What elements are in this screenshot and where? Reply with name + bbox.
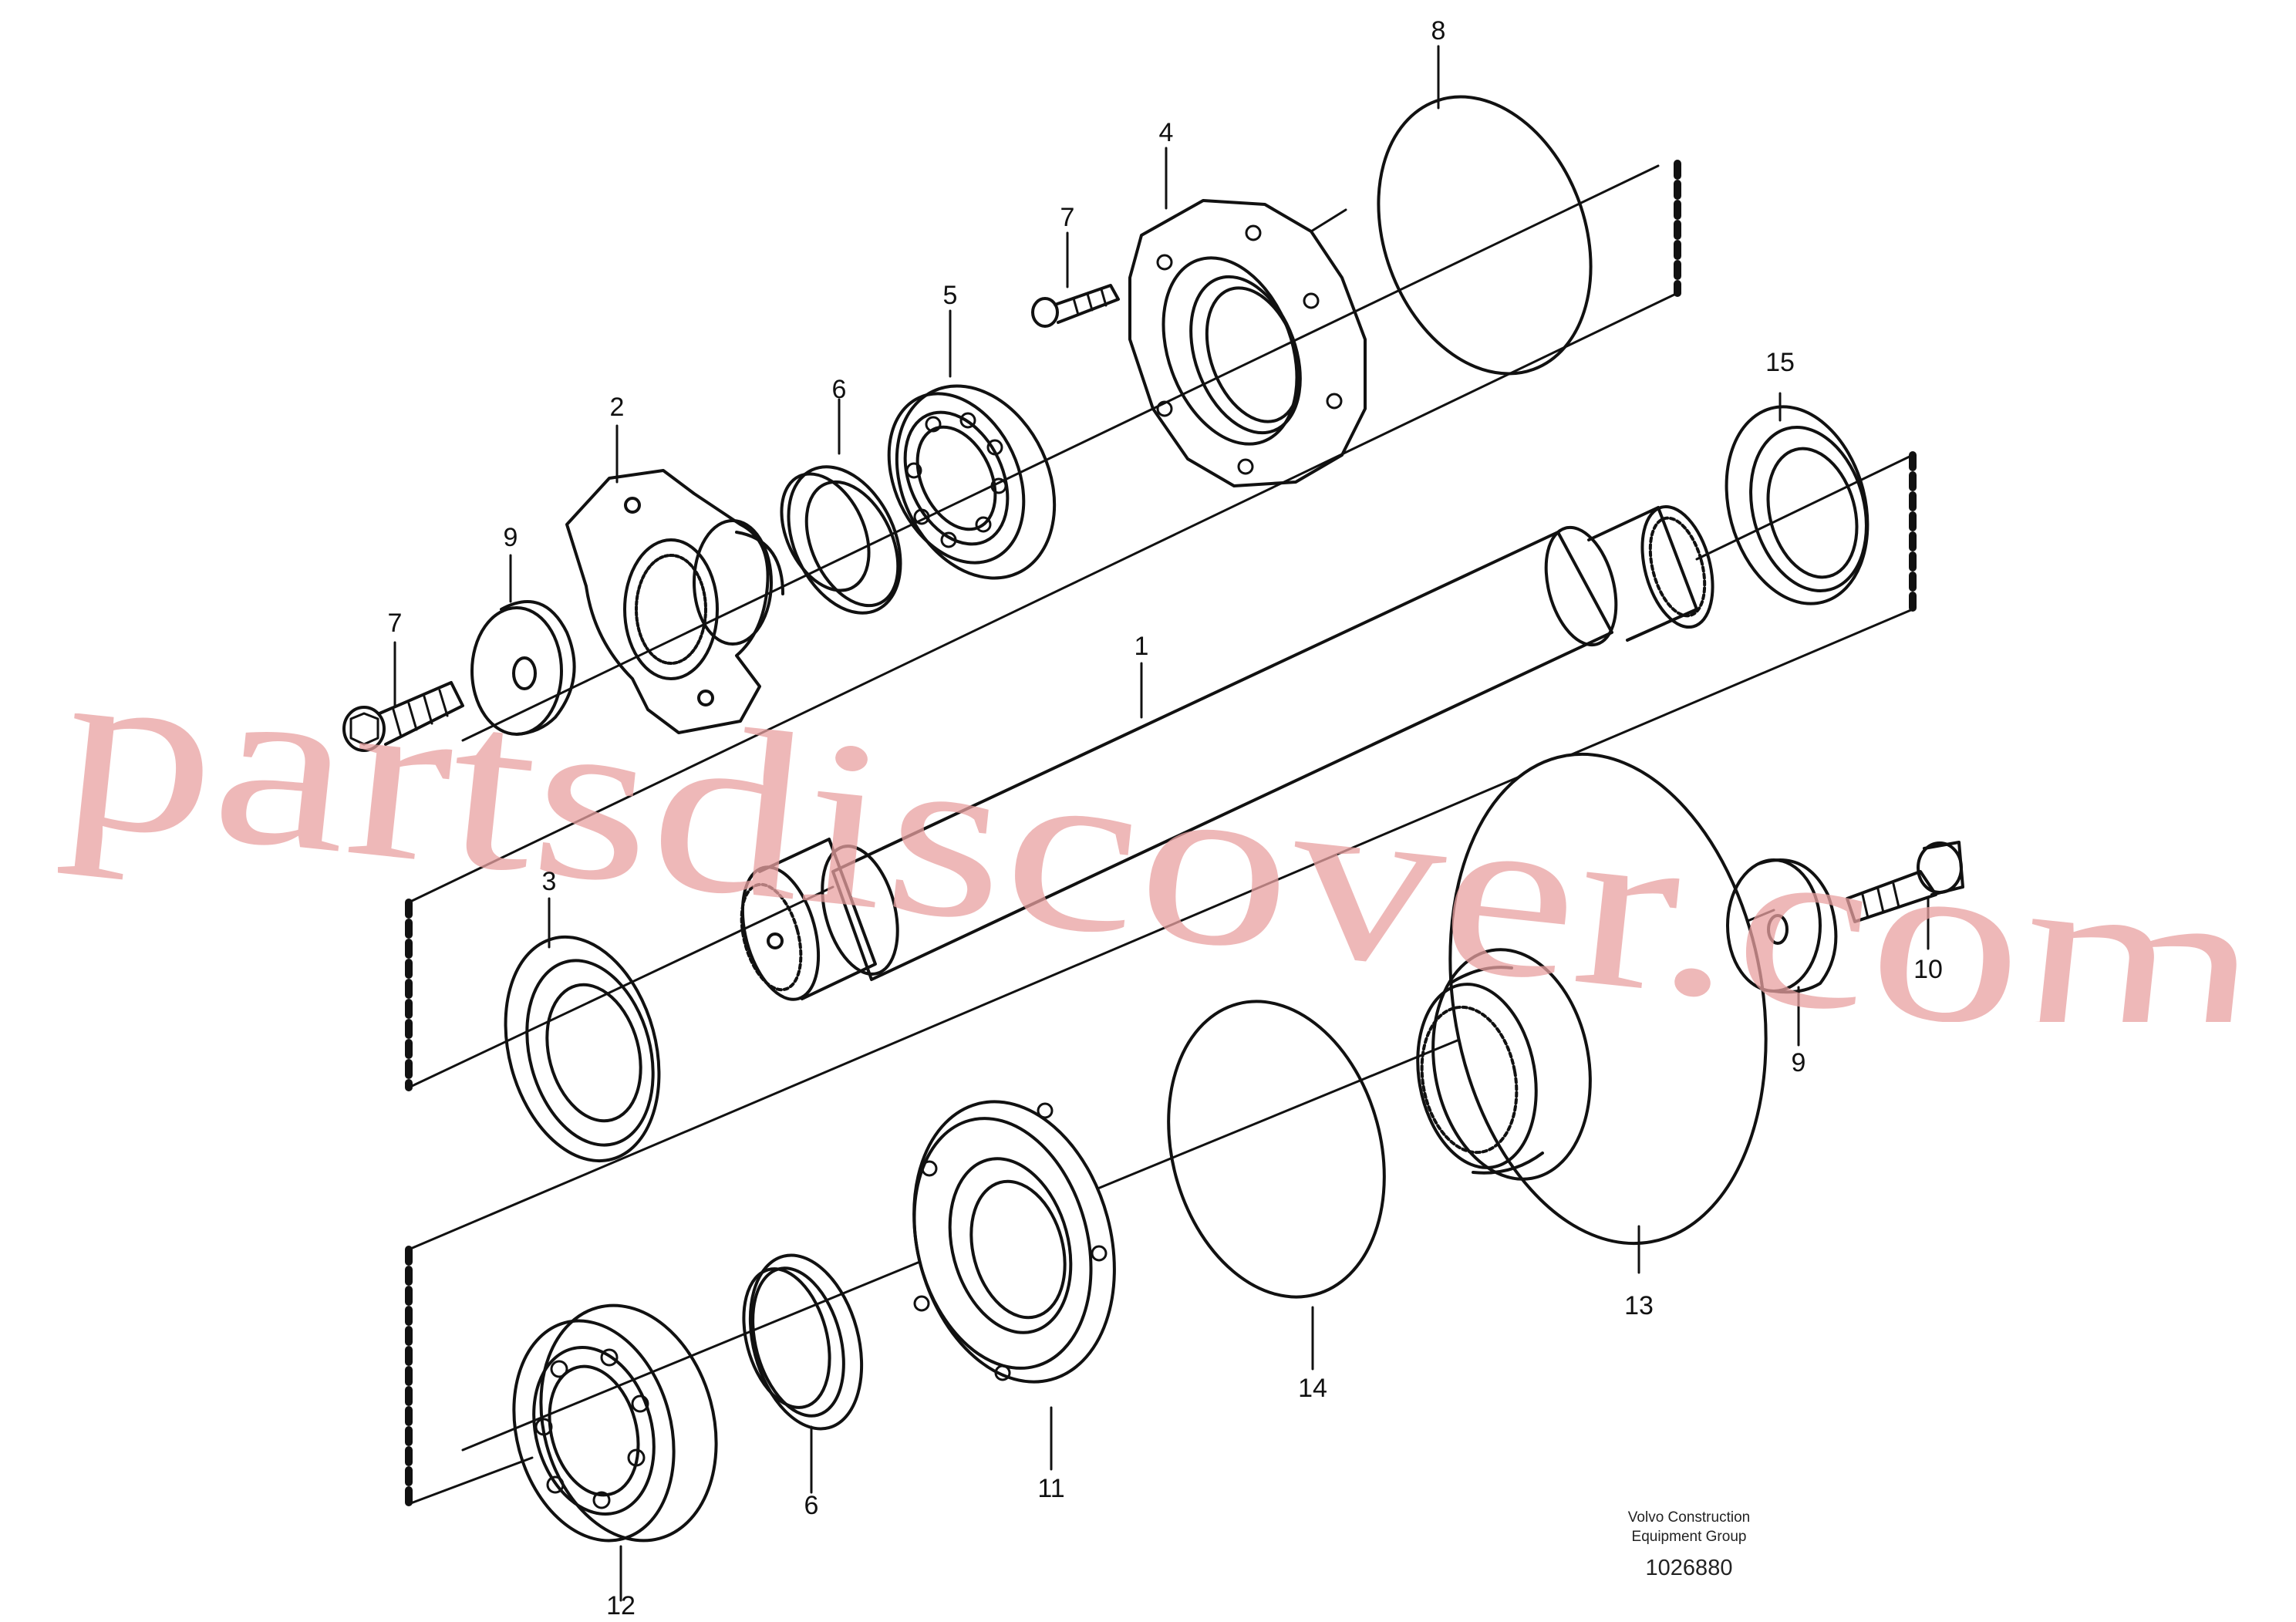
part-10-bolt (1846, 841, 1964, 923)
callout-8: 8 (1431, 16, 1446, 46)
callout-5: 5 (942, 281, 958, 310)
upper-bracket (407, 160, 1681, 904)
leader-lines (393, 45, 1930, 1602)
part-6-seal-ring-upper (780, 465, 902, 615)
callout-14: 14 (1298, 1374, 1327, 1403)
part-7-bolt-lower (1031, 284, 1120, 328)
part-8-o-ring (1377, 95, 1593, 376)
lower-bracket (405, 1246, 534, 1508)
callout-9-upper: 9 (503, 523, 518, 552)
part-11-seal-cover (912, 1100, 1116, 1384)
part-6-seal-ring-lower (742, 1253, 864, 1431)
part-3-thrust-washer (504, 935, 661, 1163)
middle-bracket (405, 451, 1917, 1251)
callout-15: 15 (1765, 348, 1795, 377)
part-13-flange-disc (1416, 752, 1768, 1246)
callout-7-left: 7 (387, 609, 403, 638)
callout-11: 11 (1037, 1474, 1065, 1503)
watermark: partsdiscover.com (58, 713, 2264, 1022)
part-15-thrust-washer (1725, 405, 1870, 605)
part-4-bearing-cover (1128, 199, 1367, 487)
callout-6-lower: 6 (804, 1491, 819, 1520)
callout-2: 2 (609, 393, 625, 422)
part-5-bearing-upper (887, 384, 1057, 580)
callout-7-right: 7 (1060, 203, 1075, 232)
callout-13: 13 (1624, 1291, 1654, 1320)
company-name-line2: Equipment Group (1631, 1529, 1747, 1545)
drawing-number: 1026880 (1645, 1556, 1733, 1580)
callout-6-upper: 6 (831, 375, 847, 404)
callout-10: 10 (1913, 955, 1943, 984)
upper-assembly-axis (461, 164, 1660, 742)
part-7-bolt-upper (342, 681, 464, 752)
callout-12: 12 (606, 1591, 636, 1620)
part-1-drive-shaft (740, 504, 1714, 1001)
callout-9-lower: 9 (1791, 1048, 1806, 1077)
part-9-washer-upper (470, 600, 576, 736)
drawing-caption: Volvo Construction Equipment Group 10268… (1573, 1508, 1805, 1581)
part-12-bearing-lower (512, 1303, 718, 1543)
callout-3: 3 (541, 867, 557, 896)
callout-1: 1 (1134, 632, 1149, 661)
part-14-o-ring (1167, 1000, 1386, 1299)
company-name-line1: Volvo Construction (1627, 1509, 1751, 1526)
callout-4: 4 (1158, 118, 1174, 147)
part-2-flange-yoke (565, 469, 784, 734)
part-9-washer-lower (1726, 858, 1838, 994)
